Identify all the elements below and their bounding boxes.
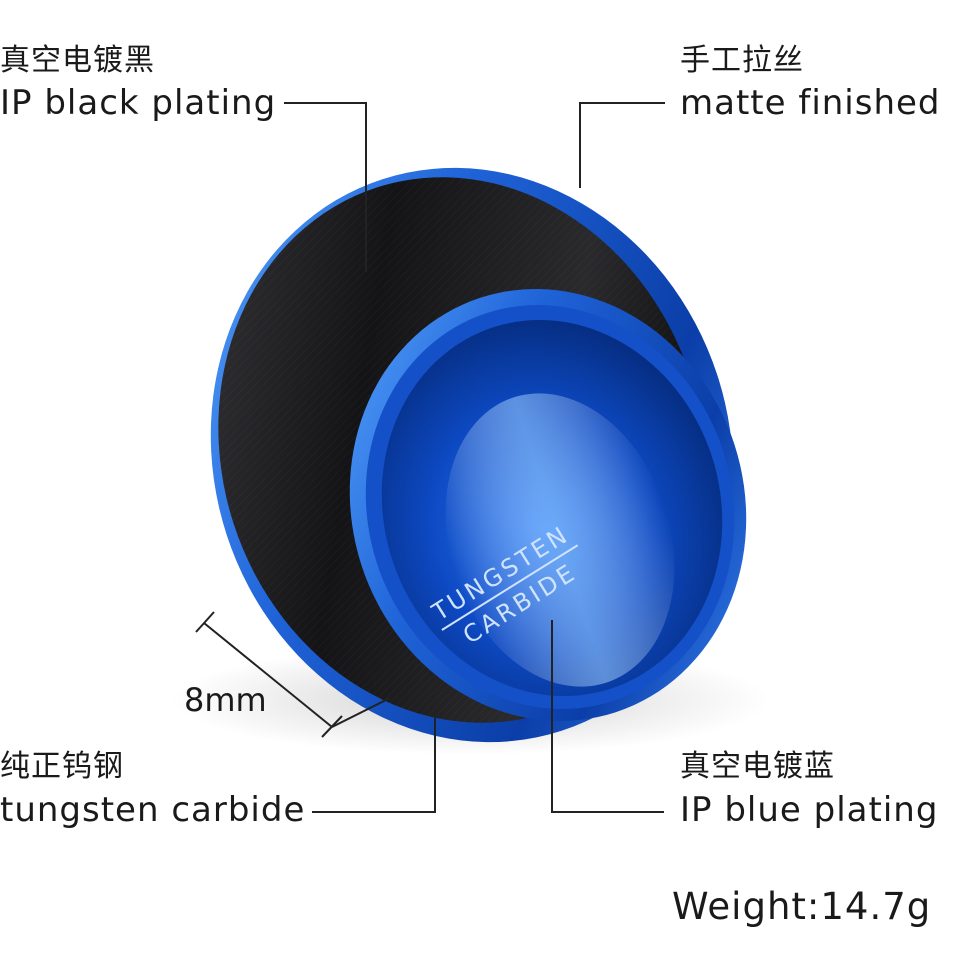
tungsten-en-label: tungsten carbide [0,790,306,830]
weight-label: Weight:14.7g [672,885,932,928]
dimension-extension [331,697,391,728]
dimension-line [203,622,333,728]
matte-en-label: matte finished [680,83,941,123]
dimension-tick-top [195,611,215,633]
matte-cn-label: 手工拉丝 [680,43,804,78]
blue-plating-en-label: IP blue plating [680,790,939,830]
leader-line-matte [579,102,665,188]
inner-highlight [445,393,675,687]
width-label: 8mm [184,681,267,719]
engraving-divider [441,544,579,631]
black-plating-en-label: IP black plating [0,83,277,123]
leader-line-blue-plating [551,620,664,813]
blue-plating-cn-label: 真空电镀蓝 [680,749,835,784]
tungsten-cn-label: 纯正钨钢 [0,749,124,784]
leader-line-tungsten [312,676,436,813]
black-plating-cn-label: 真空电镀黑 [0,43,155,78]
leader-line-black-plating [284,102,367,272]
